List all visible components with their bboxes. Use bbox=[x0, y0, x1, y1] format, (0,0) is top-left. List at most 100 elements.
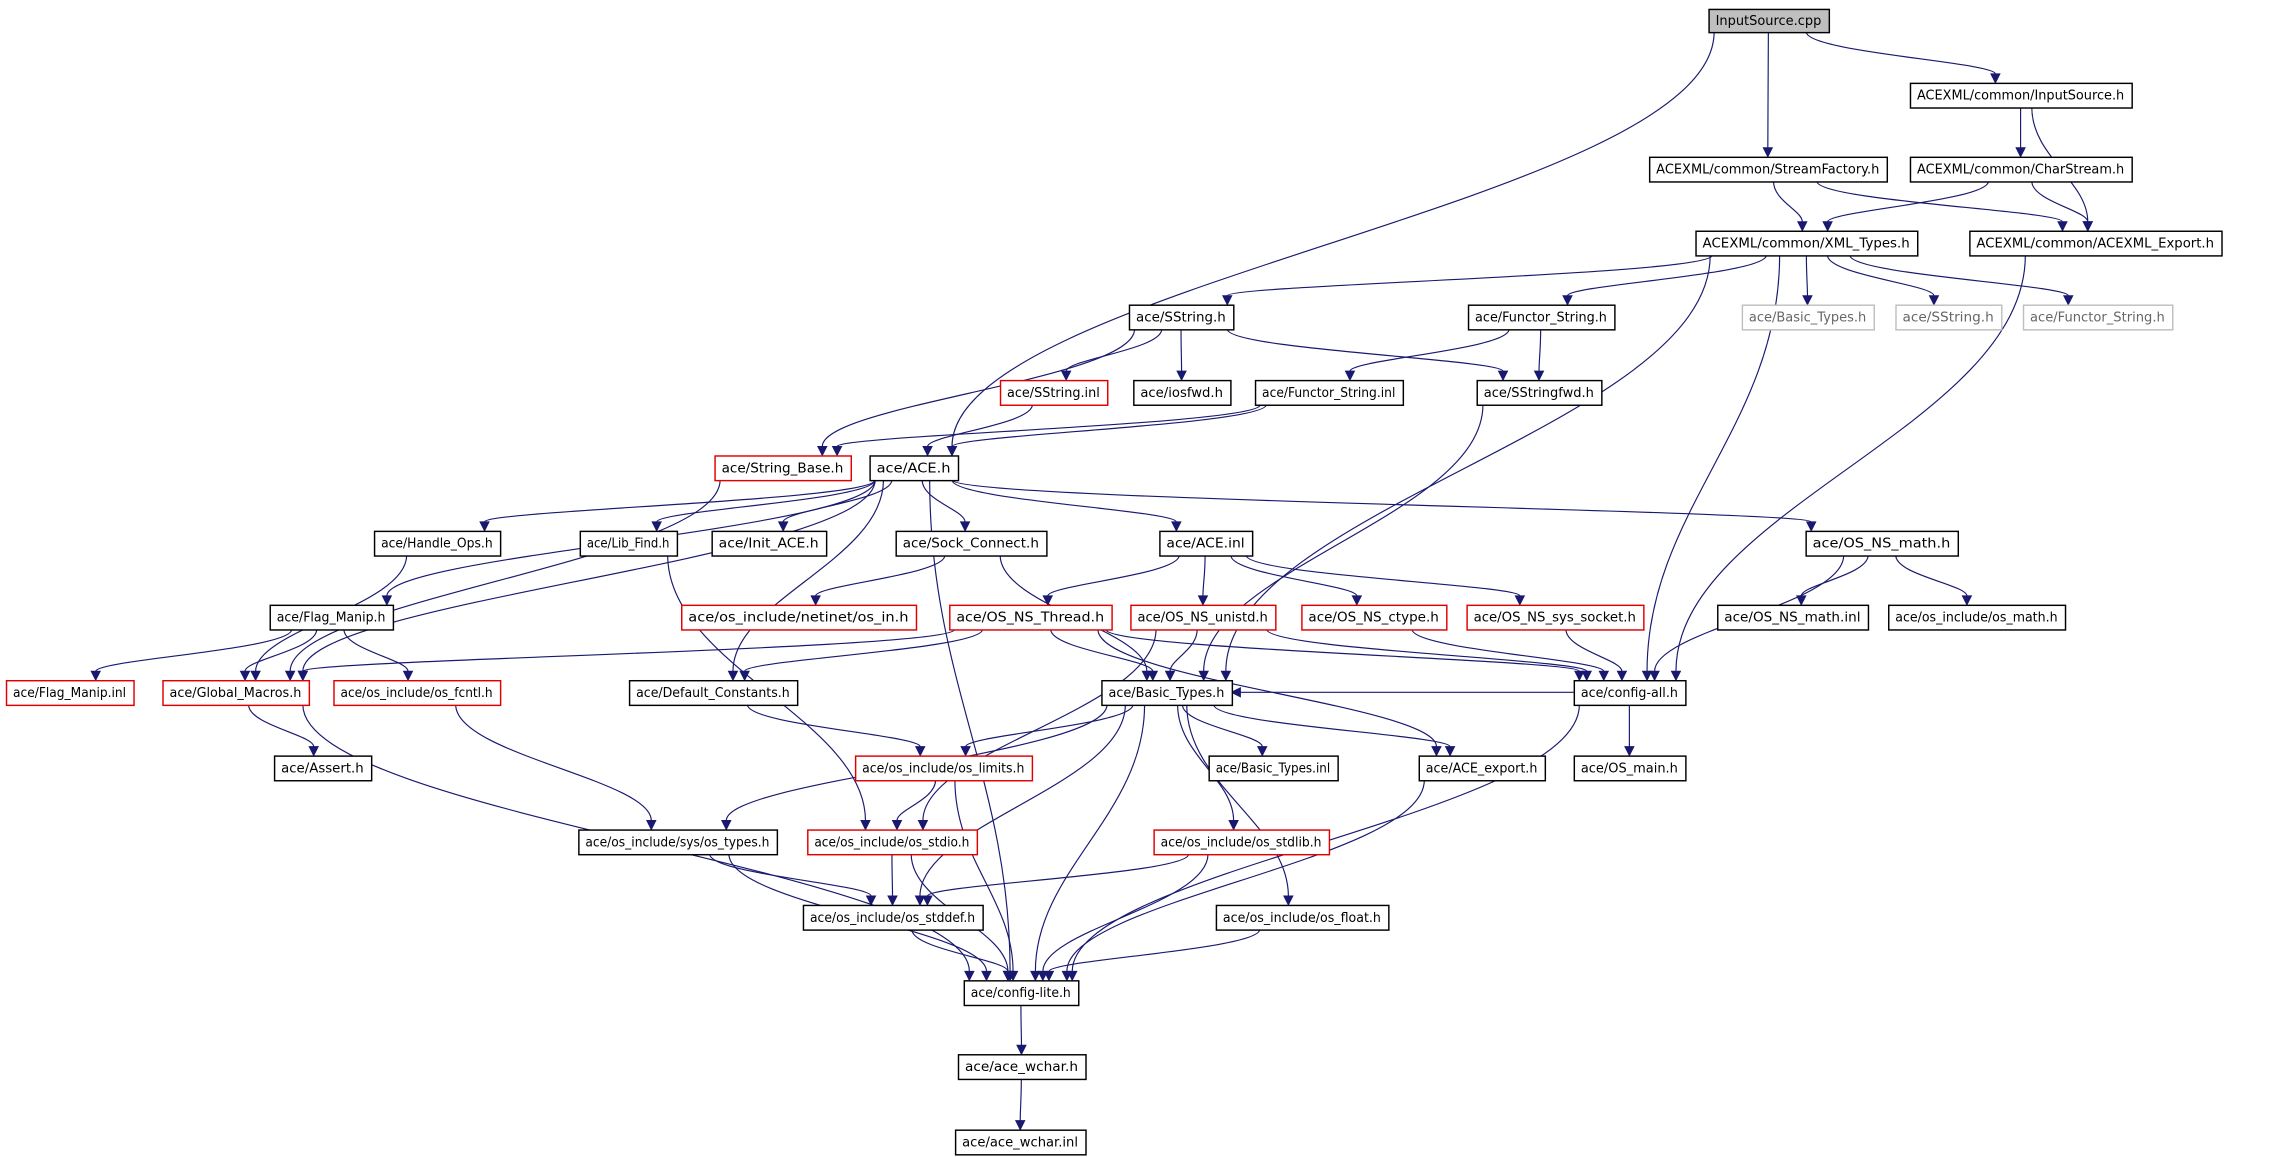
node-sstring-inl[interactable]: ace/SString.inl bbox=[999, 379, 1109, 406]
node-label: ACEXML/common/ACEXML_Export.h bbox=[1976, 236, 2214, 252]
node-label: ace/ace_wchar.inl bbox=[962, 1134, 1078, 1150]
node-box bbox=[1573, 755, 1687, 782]
node-os-ns-unistd[interactable]: ace/OS_NS_unistd.h bbox=[1130, 604, 1277, 631]
arrowhead-icon bbox=[1283, 895, 1294, 907]
edge-line bbox=[1800, 555, 1869, 597]
node-os-float[interactable]: ace/os_include/os_float.h bbox=[1215, 904, 1390, 931]
node-box bbox=[1130, 604, 1277, 631]
node-os-ns-math-inl[interactable]: ace/OS_NS_math.inl bbox=[1717, 604, 1870, 631]
node-os-limits[interactable]: ace/os_include/os_limits.h bbox=[854, 755, 1034, 782]
edge-line bbox=[2031, 181, 2089, 223]
arrowhead-icon bbox=[1928, 295, 1940, 306]
node-ace-h[interactable]: ace/ACE.h bbox=[869, 455, 960, 482]
node-os-ns-math[interactable]: ace/OS_NS_math.h bbox=[1805, 530, 1960, 557]
arrowhead-icon bbox=[1762, 147, 1774, 158]
node-sock-connect[interactable]: ace/Sock_Connect.h bbox=[895, 530, 1048, 557]
edge-n_ace_inl-to-n_os_ns_ctype bbox=[1230, 555, 1363, 606]
node-xml-types[interactable]: ACEXML/common/XML_Types.h bbox=[1695, 230, 1919, 257]
node-box bbox=[273, 755, 373, 782]
edge-n_xml_types-to-n_g_sstring bbox=[1826, 254, 1940, 306]
node-os-stdio[interactable]: ace/os_include/os_stdio.h bbox=[807, 829, 979, 856]
arrowhead-icon bbox=[1061, 970, 1073, 982]
edge-line bbox=[926, 404, 1034, 447]
node-box bbox=[1159, 530, 1254, 557]
node-assert[interactable]: ace/Assert.h bbox=[273, 755, 373, 782]
arrowhead-icon bbox=[1581, 670, 1592, 682]
node-functor-string-h[interactable]: ace/Functor_String.h bbox=[1467, 304, 1616, 331]
node-os-math[interactable]: ace/os_include/os_math.h bbox=[1888, 604, 2067, 631]
edge-line bbox=[951, 31, 1715, 447]
node-box bbox=[1133, 379, 1232, 406]
edge-n_os_fcntl-to-n_os_types bbox=[455, 704, 657, 831]
edge-line bbox=[951, 479, 1177, 523]
edge-line bbox=[1411, 628, 1605, 672]
node-ace-wchar-h[interactable]: ace/ace_wchar.h bbox=[957, 1054, 1087, 1081]
arrowhead-icon bbox=[1002, 970, 1014, 982]
node-functor-string-inl[interactable]: ace/Functor_String.inl bbox=[1254, 379, 1405, 406]
node-os-ns-ctype[interactable]: ace/OS_NS_ctype.h bbox=[1301, 604, 1448, 631]
node-box bbox=[1476, 379, 1603, 406]
node-default-constants[interactable]: ace/Default_Constants.h bbox=[628, 679, 799, 707]
node-os-types[interactable]: ace/os_include/sys/os_types.h bbox=[578, 829, 779, 856]
node-acexml-export[interactable]: ACEXML/common/ACEXML_Export.h bbox=[1969, 230, 2223, 257]
node-os-ns-sys-socket[interactable]: ace/OS_NS_sys_socket.h bbox=[1466, 604, 1645, 631]
node-os-in[interactable]: ace/os_include/netinet/os_in.h bbox=[681, 604, 918, 631]
arrowhead-icon bbox=[1043, 970, 1055, 982]
edge-n_ace_inl-to-n_os_ns_thread bbox=[1042, 555, 1180, 606]
node-label: ace/Functor_String.h bbox=[2030, 310, 2165, 326]
edge-n_ace_export-to-n_config_lite bbox=[1061, 780, 1425, 982]
node-ace-wchar-inl[interactable]: ace/ace_wchar.inl bbox=[954, 1129, 1087, 1156]
node-handle-ops[interactable]: ace/Handle_Ops.h bbox=[373, 530, 502, 557]
arrowhead-icon bbox=[817, 445, 828, 457]
edge-line bbox=[1203, 404, 1484, 672]
node-root[interactable]: InputSource.cpp bbox=[1708, 8, 1831, 34]
node-flag-manip-h[interactable]: ace/Flag_Manip.h bbox=[269, 604, 395, 631]
edge-n_os_ns_ctype-to-n_config_all bbox=[1411, 628, 1610, 682]
node-box bbox=[333, 679, 502, 707]
node-flag-manip-inl[interactable]: ace/Flag_Manip.inl bbox=[5, 679, 135, 707]
node-basic-types-inl[interactable]: ace/Basic_Types.inl bbox=[1208, 755, 1339, 782]
node-box bbox=[1695, 230, 1919, 257]
node-charstream[interactable]: ACEXML/common/CharStream.h bbox=[1909, 156, 2133, 183]
arrowhead-icon bbox=[1562, 295, 1573, 306]
edge-n_ace_h-to-n_init_ace bbox=[777, 479, 893, 532]
node-sstringfwd[interactable]: ace/SStringfwd.h bbox=[1476, 379, 1603, 406]
node-streamfactory[interactable]: ACEXML/common/StreamFactory.h bbox=[1648, 156, 1889, 183]
edge-line bbox=[919, 704, 1126, 897]
node-string-base[interactable]: ace/String_Base.h bbox=[714, 455, 853, 482]
node-config-all[interactable]: ace/config-all.h bbox=[1573, 679, 1687, 707]
node-box bbox=[802, 904, 984, 931]
edge-n_os_ns_math-to-n_os_ns_math_inl bbox=[1796, 555, 1869, 606]
node-os-ns-thread[interactable]: ace/OS_NS_Thread.h bbox=[949, 604, 1113, 631]
node-os-stddef[interactable]: ace/os_include/os_stddef.h bbox=[802, 904, 984, 931]
edge-line bbox=[1050, 629, 1154, 672]
node-os-main[interactable]: ace/OS_main.h bbox=[1573, 755, 1687, 782]
node-config-lite[interactable]: ace/config-lite.h bbox=[963, 980, 1080, 1007]
node-basic-types[interactable]: ace/Basic_Types.h bbox=[1101, 679, 1234, 707]
node-os-fcntl[interactable]: ace/os_include/os_fcntl.h bbox=[333, 679, 502, 707]
node-label: ace/os_include/netinet/os_in.h bbox=[688, 610, 908, 626]
node-label: ace/SString.h bbox=[1903, 310, 1994, 326]
arrowhead-icon bbox=[1042, 595, 1054, 606]
node-os-stdlib[interactable]: ace/os_include/os_stdlib.h bbox=[1153, 829, 1331, 856]
node-sstring-h[interactable]: ace/SString.h bbox=[1128, 304, 1235, 331]
node-ace-export[interactable]: ace/ACE_export.h bbox=[1418, 755, 1547, 782]
edge-n_sstring_h-to-n_iosfwd bbox=[1176, 329, 1187, 382]
node-label: ACEXML/common/InputSource.h bbox=[1917, 88, 2124, 104]
node-global-macros[interactable]: ace/Global_Macros.h bbox=[162, 679, 311, 707]
node-init-ace[interactable]: ace/Init_ACE.h bbox=[711, 530, 828, 557]
node-lib-find[interactable]: ace/Lib_Find.h bbox=[579, 530, 679, 557]
node-ace-inl[interactable]: ace/ACE.inl bbox=[1159, 530, 1254, 557]
edge-line bbox=[1805, 31, 1996, 75]
edge-n_functor_string_h-to-n_sstringfwd bbox=[1533, 329, 1545, 382]
arrowhead-icon bbox=[1220, 670, 1232, 682]
node-box bbox=[5, 679, 135, 707]
node-iosfwd[interactable]: ace/iosfwd.h bbox=[1133, 379, 1232, 406]
node-label: ace/OS_NS_ctype.h bbox=[1308, 610, 1438, 626]
edge-n_ace_h-to-n_default_constants bbox=[727, 479, 885, 682]
edge-line bbox=[1226, 254, 1713, 297]
node-inputsource-h[interactable]: ACEXML/common/InputSource.h bbox=[1909, 82, 2133, 109]
arrowhead-icon bbox=[1016, 1044, 1027, 1056]
node-box bbox=[957, 1054, 1087, 1081]
